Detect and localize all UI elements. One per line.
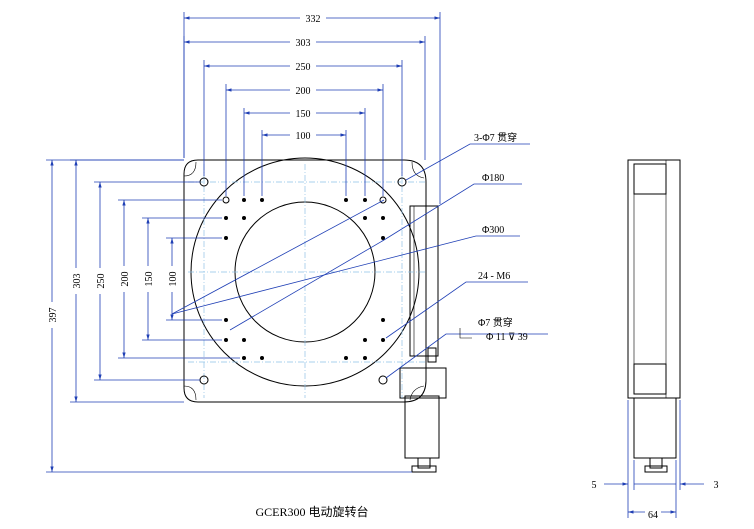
motor-knob [417,457,431,469]
drawing-title: GCER300 电动旋转台 [255,504,368,519]
pin-hole [222,196,230,204]
leader-dia-300-ext [171,199,385,315]
dim-top-332: 332 [306,14,321,25]
counterbore-hole [378,375,388,385]
corner-notch-bl [183,385,197,401]
through-hole [397,177,407,187]
dim-top-150: 150 [296,109,311,120]
dim-side-5: 5 [592,480,597,491]
leader-dia-300 [171,235,520,315]
dim-left-397: 397 [48,308,59,323]
dim-left-150: 150 [144,272,155,287]
leader-counterbore [385,333,548,379]
annotation-corner-holes: 3-Φ7 贯穿 [474,131,517,144]
dim-left-250: 250 [96,274,107,289]
dim-top-250: 250 [296,62,311,73]
dim-side-64: 64 [648,510,658,521]
motor-housing [409,205,439,357]
shaft-stub [427,347,437,363]
annotation-dia-180: Φ180 [482,173,504,184]
corner-notch-tl [183,161,197,177]
front-view [183,157,447,473]
counterbore-symbol [459,328,472,339]
side-motor [633,397,677,459]
side-top-flange [633,163,667,195]
leader-annotations: 3-Φ7 贯穿 Φ180 Φ300 24 - M6 Φ7 贯穿 Φ 11 ⊽ 3… [171,131,548,379]
m6-hole-grid [224,198,385,360]
leader-dia-180 [383,183,522,241]
motor-knob-base [411,465,437,473]
annotation-counterbore: Φ 11 ⊽ 39 [486,332,528,343]
dim-side-3: 3 [714,480,719,491]
pin-hole [379,196,387,204]
dim-left-100: 100 [168,272,179,287]
dim-top-303: 303 [296,38,311,49]
dim-top-200: 200 [296,86,311,97]
dim-left-200: 200 [120,272,131,287]
leader-dia-180-ext [229,239,385,331]
side-knob-base [644,465,668,473]
side-bottom-flange [633,363,667,395]
top-dimensions: 332 303 250 200 150 100 [183,12,441,204]
dim-left-303: 303 [72,274,83,289]
annotation-m6: 24 - M6 [478,271,510,282]
side-knob [649,457,663,469]
side-body [627,159,681,399]
annotation-phi7-through: Φ7 贯穿 [478,316,513,329]
motor-body [404,395,440,459]
side-view: 5 64 3 [592,159,719,521]
left-dimensions: 397 303 250 200 150 100 [45,159,412,473]
annotation-dia-300: Φ300 [482,225,504,236]
leader-m6 [385,281,528,339]
motor-mount [399,367,447,399]
corner-notch-tr [411,161,425,179]
leader-corner-holes [405,143,530,181]
dim-top-100: 100 [296,131,311,142]
